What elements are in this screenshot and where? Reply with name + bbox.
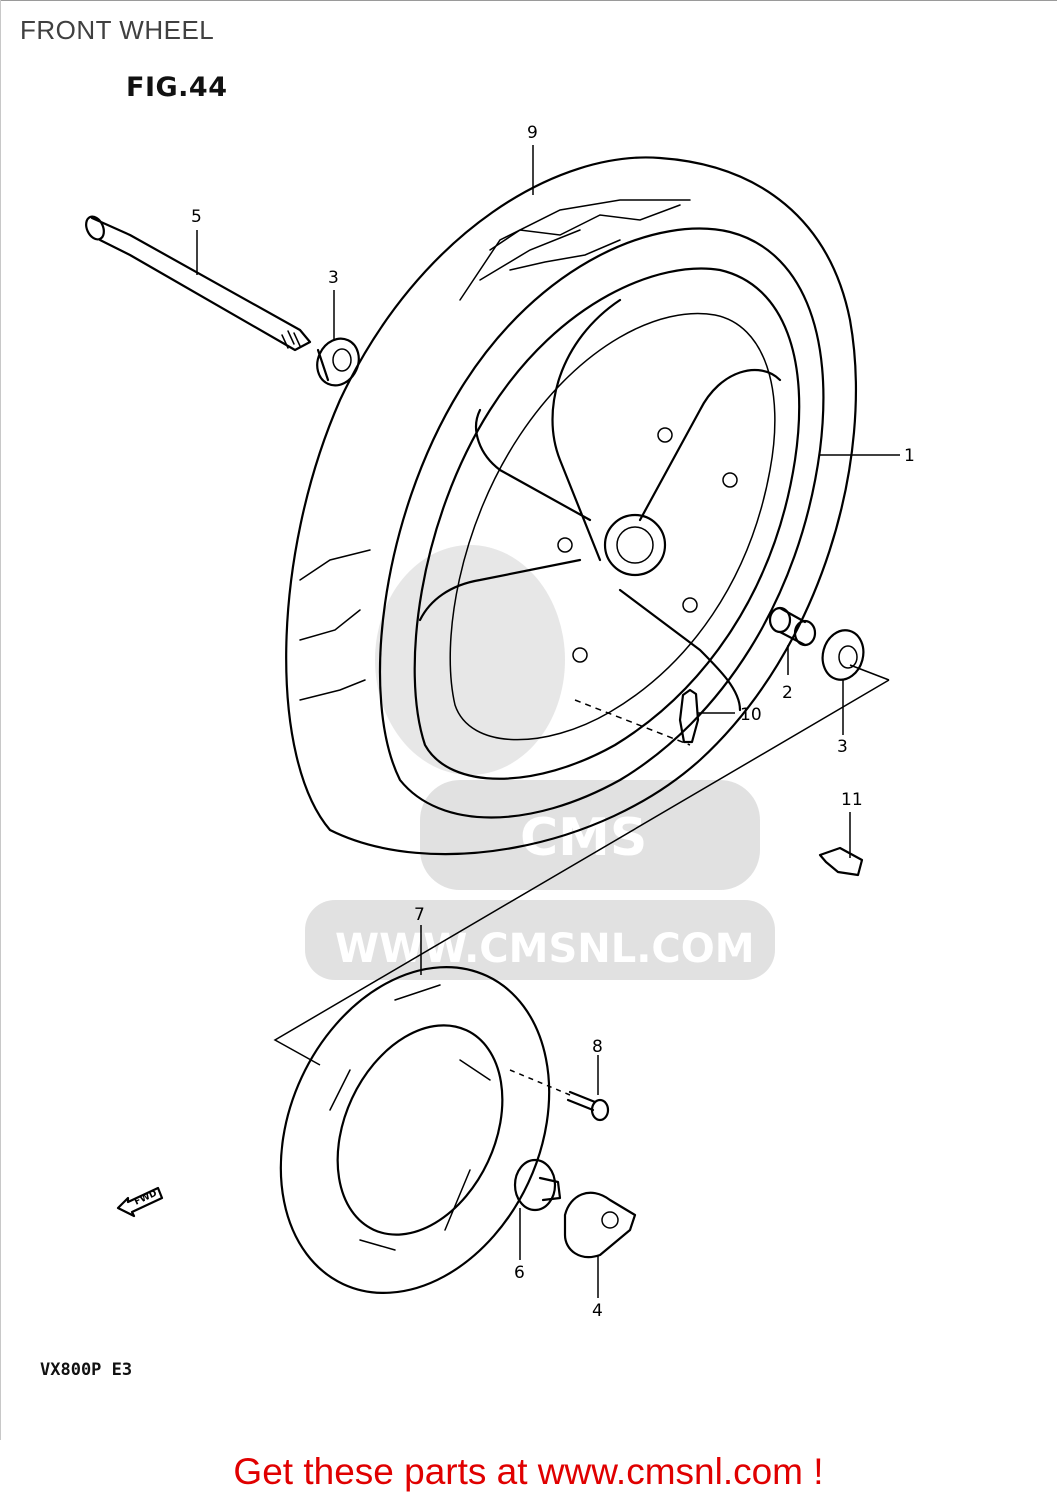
callout-8: 8 [592,1037,603,1057]
callout-3-right: 3 [837,737,848,757]
wheel-spacer [768,606,817,647]
callout-10: 10 [740,705,762,725]
front-wheel-assembly [285,156,857,856]
speedometer-gearbox [563,1191,637,1259]
top-border [0,0,1057,1]
callout-6: 6 [514,1263,525,1283]
wheel-bearing-right [821,629,865,681]
callout-7: 7 [414,905,425,925]
wheel-bearing-left [316,337,360,387]
figure-label: FIG.44 [126,72,228,103]
tire-valve [678,688,700,744]
callout-5: 5 [191,207,202,227]
assembly-plane-lines [273,664,890,1066]
callout-3-upper: 3 [328,268,339,288]
callout-9: 9 [527,123,538,143]
forward-arrow-icon: FWD [116,1186,164,1218]
brake-disc [279,966,551,1294]
callout-4: 4 [592,1301,603,1321]
callout-2: 2 [782,683,793,703]
balancer-weight [818,846,864,877]
cmsnl-watermark: CMS WWW.CMSNL.COM [305,545,775,980]
callout-numbers: 9 5 3 1 2 10 3 11 7 8 6 4 [191,123,915,1321]
watermark-brand: CMS [520,808,647,868]
callout-11: 11 [841,790,863,810]
leader-lines [196,145,900,1298]
callout-1: 1 [904,446,915,466]
model-label: VX800P E3 [40,1360,133,1380]
left-border [0,0,1,1440]
page-title: FRONT WHEEL [20,15,215,45]
watermark-url: WWW.CMSNL.COM [335,926,755,972]
wheel-collar [513,1158,562,1212]
front-axle [85,215,312,352]
buy-parts-link[interactable]: Get these parts at www.cmsnl.com ! [233,1451,824,1492]
disc-bolt [509,1069,610,1122]
